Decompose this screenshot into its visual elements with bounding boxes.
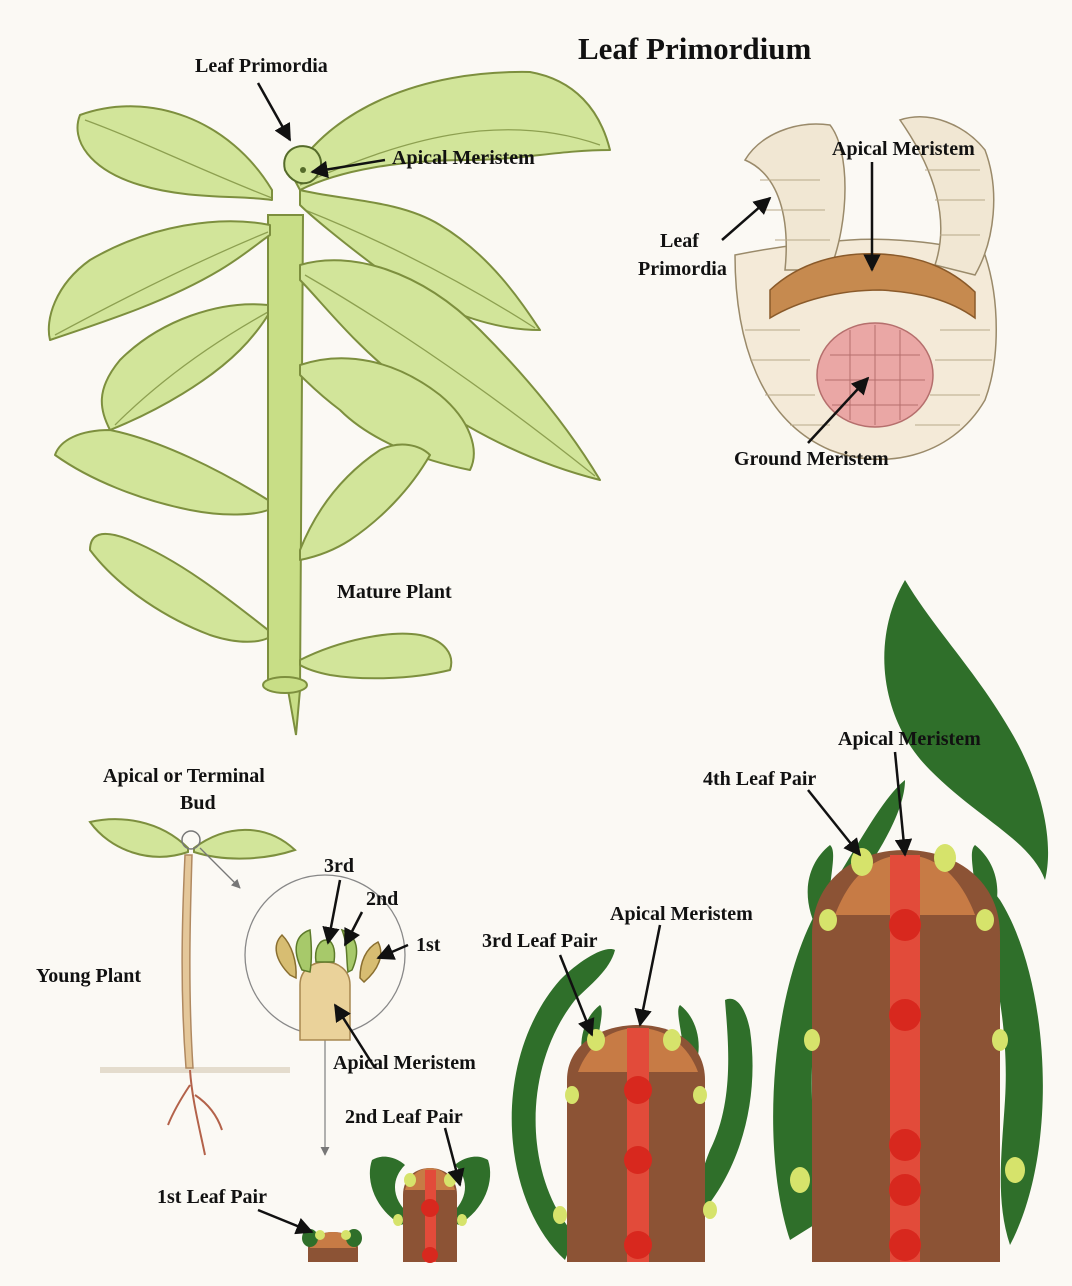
shoot-apex-section [735, 117, 996, 459]
label-apical-meristem: Apical Meristem [392, 147, 535, 169]
pointer-arrow [258, 83, 290, 140]
bud-leaf-3rd [316, 940, 335, 962]
mature-leaf [90, 534, 268, 642]
label-third: 3rd [324, 855, 354, 877]
stage-3-outer-leaf [698, 999, 753, 1215]
mature-leaf [102, 304, 268, 430]
leaf-primordium-left [745, 124, 845, 270]
stage-3-primordium [565, 1086, 579, 1104]
stage-3-primordium [693, 1086, 707, 1104]
pointer-arrow [640, 925, 660, 1025]
stage-4-shoot [773, 580, 1048, 1262]
label-young-plant: Young Plant [36, 965, 141, 987]
bud-body [300, 962, 350, 1040]
mature-leaf [292, 72, 610, 190]
stage-3-node [624, 1076, 652, 1104]
label-ground-meristem: Ground Meristem [734, 448, 889, 470]
root [168, 1085, 190, 1125]
stage-4-primordium [804, 1029, 820, 1051]
cotyledon-right [194, 830, 295, 859]
mature-leaf [55, 430, 268, 515]
stage-4-primordium [790, 1167, 810, 1193]
label-section-leaf: Leaf [660, 230, 699, 252]
stage-2-primordium [457, 1214, 467, 1226]
stage-1-primordium [341, 1230, 351, 1240]
label-third-leaf-pair: 3rd Leaf Pair [482, 930, 598, 952]
label-bud: Bud [180, 792, 216, 814]
mature-plant-stem [268, 215, 303, 735]
pointer-arrow [258, 1210, 312, 1232]
stage-2-shoot [370, 1157, 490, 1263]
stage-4-node [889, 909, 921, 941]
stage-2-primordium [404, 1173, 416, 1187]
stage-2-node [421, 1199, 439, 1217]
pointer-arrow [722, 198, 770, 240]
stage-4-primordium [851, 848, 873, 876]
stem-node [263, 677, 307, 693]
label-first-leaf-pair: 1st Leaf Pair [157, 1186, 267, 1208]
stage-4-node [889, 999, 921, 1031]
diagram-title: Leaf Primordium [578, 32, 811, 66]
stage-4-primordium [992, 1029, 1008, 1051]
stage-2-node [422, 1247, 438, 1263]
stage-1-primordium [315, 1230, 325, 1240]
label-apical-meristem-bud: Apical Meristem [333, 1052, 476, 1074]
stage-4-primordium [934, 844, 956, 872]
label-apical-meristem-stage4: Apical Meristem [838, 728, 981, 750]
stage-3-node [624, 1146, 652, 1174]
label-section-apical-meristem: Apical Meristem [832, 138, 975, 160]
label-second: 2nd [366, 888, 398, 910]
leaf-primordia-bud [284, 146, 321, 183]
label-leaf-primordia: Leaf Primordia [195, 55, 328, 77]
stage-2-primordium [393, 1214, 403, 1226]
stage-3-primordium [553, 1206, 567, 1224]
mature-leaf [300, 445, 430, 560]
mature-leaf [300, 634, 451, 679]
stage-4-primordium [819, 909, 837, 931]
young-plant [90, 819, 295, 1155]
stage-2-primordium [444, 1173, 456, 1187]
stage-1-shoot [302, 1229, 362, 1262]
label-apical-meristem-stage3: Apical Meristem [610, 903, 753, 925]
stage-3-shoot [512, 949, 753, 1262]
label-second-leaf-pair: 2nd Leaf Pair [345, 1106, 463, 1128]
bud-leaf-2nd [296, 930, 311, 972]
label-fourth-leaf-pair: 4th Leaf Pair [703, 768, 816, 790]
stage-4-primordium [1005, 1157, 1025, 1183]
bud-circle [182, 831, 200, 849]
stage-4-node [889, 1129, 921, 1161]
bud-leaf-1st [276, 935, 296, 978]
stage-4-primordium [976, 909, 994, 931]
label-mature-plant: Mature Plant [337, 581, 452, 603]
label-section-primordia: Primordia [638, 258, 727, 280]
stage-3-node [624, 1231, 652, 1259]
stage-3-primordium [703, 1201, 717, 1219]
root [190, 1070, 205, 1155]
mature-plant [49, 72, 610, 735]
pointer-arrow [808, 790, 860, 855]
apex-point [300, 167, 306, 173]
label-apical-or-terminal: Apical or Terminal [103, 765, 265, 787]
stage-3-core [627, 1028, 649, 1262]
label-first: 1st [416, 934, 440, 956]
young-plant-stem [182, 855, 193, 1068]
pointer-arrow [378, 945, 408, 958]
stage-4-node [889, 1229, 921, 1261]
stage-3-primordium [663, 1029, 681, 1051]
stage-4-node [889, 1174, 921, 1206]
cotyledon-left [90, 819, 188, 857]
pointer-arrow [328, 880, 340, 943]
bud-leaf-1st [360, 942, 381, 982]
